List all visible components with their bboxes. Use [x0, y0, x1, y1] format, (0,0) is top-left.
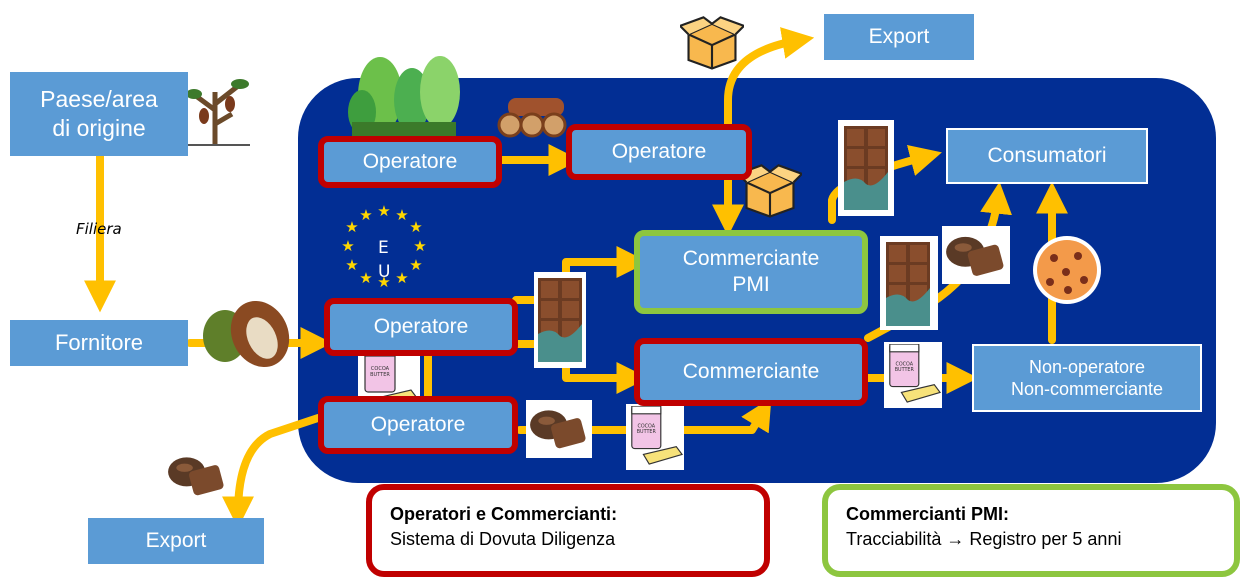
node-operator-wood: Operatore — [566, 124, 752, 180]
arrow-bottom-to-trader — [516, 397, 772, 434]
legend-operators: Operatori e Commercianti: Sistema di Dov… — [366, 484, 770, 577]
arrow-wood-to-export — [724, 27, 815, 138]
arrow-bottom-to-export — [222, 414, 322, 529]
chocolate-pieces-icon — [168, 226, 1010, 497]
node-trader: Commerciante — [634, 338, 868, 406]
node-sme-trader: Commerciante PMI — [634, 230, 868, 314]
svg-text:★: ★ — [395, 269, 408, 287]
eu-letter-e: E — [378, 238, 389, 258]
legend-sme: Commercianti PMI: Tracciabilità → Regist… — [822, 484, 1240, 577]
legend-sme-desc: Tracciabilità → Registro per 5 anni — [846, 529, 1122, 549]
node-non-operator: Non-operatore Non-commerciante — [972, 344, 1202, 412]
box-icon — [680, 16, 744, 70]
node-operator-cocoa: Operatore — [324, 298, 518, 356]
svg-text:★: ★ — [409, 218, 422, 236]
svg-text:★: ★ — [341, 237, 354, 255]
svg-text:★: ★ — [359, 206, 372, 224]
cocoa-pod-icon — [203, 300, 290, 368]
svg-text:★: ★ — [345, 218, 358, 236]
svg-text:★: ★ — [395, 206, 408, 224]
node-operator-forest: Operatore — [318, 136, 502, 188]
node-export-top: Export — [824, 14, 974, 60]
node-operator-bottom: Operatore — [318, 396, 518, 454]
edge-label-filiera: Filiera — [76, 220, 122, 238]
node-consumers: Consumatori — [946, 128, 1148, 184]
svg-text:★: ★ — [377, 273, 390, 291]
cocoa-tree-icon — [186, 79, 250, 146]
eu-flag-icon: ★★★ ★★ ★★ ★★ ★★★ — [341, 202, 426, 291]
svg-text:★: ★ — [377, 202, 390, 220]
node-origin: Paese/area di origine — [10, 72, 188, 156]
eu-letter-u: U — [378, 262, 391, 282]
legend-operators-desc: Sistema di Dovuta Diligenza — [390, 529, 616, 549]
legend-operators-title: Operatori e Commercianti: — [390, 504, 618, 524]
legend-sme-title: Commercianti PMI: — [846, 504, 1010, 524]
svg-text:★: ★ — [413, 237, 426, 255]
chocolate-bar-icon — [534, 120, 938, 368]
svg-text:★: ★ — [409, 256, 422, 274]
cookie-icon — [1033, 236, 1101, 304]
svg-text:★: ★ — [345, 256, 358, 274]
svg-text:★: ★ — [359, 269, 372, 287]
logs-icon — [497, 98, 567, 138]
node-export-bottom: Export — [88, 518, 264, 564]
forest-icon — [348, 56, 460, 136]
node-supplier: Fornitore — [10, 320, 188, 366]
